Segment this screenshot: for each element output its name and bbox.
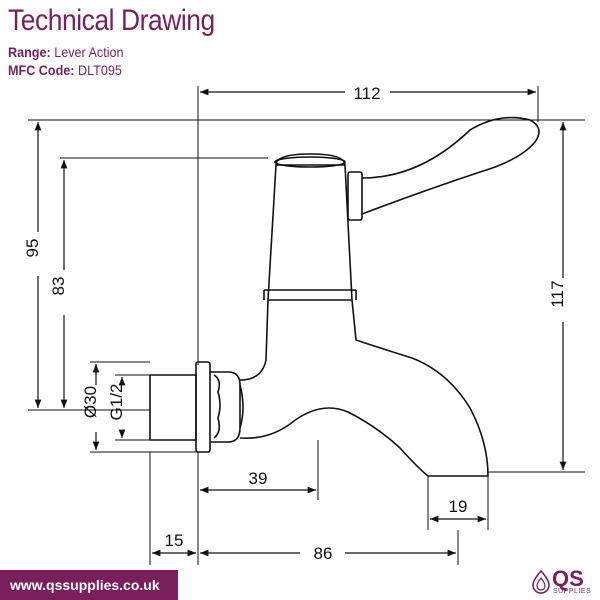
code-value: DLT095 [78,62,122,78]
extension-lines [28,86,585,565]
code-line: MFC Code: DLT095 [8,62,122,78]
range-value: Lever Action [54,44,124,60]
dim-15: 15 [165,531,184,550]
logo-text: QS [552,566,584,591]
dim-86: 86 [314,544,333,563]
dim-117: 117 [548,280,567,307]
dim-95: 95 [23,239,42,258]
range-line: Range: Lever Action [8,44,124,60]
dim-thread: G1/2 [107,384,126,421]
dim-dia-30: Ø30 [81,386,100,418]
range-label: Range: [8,44,51,60]
logo-subtext: SUPPLIES [553,588,592,595]
droplet-logo-icon [532,570,550,594]
website-link[interactable]: www.qssupplies.co.uk [10,577,160,593]
dimension-lines [34,88,567,557]
tap-outline [149,116,540,477]
dim-83: 83 [49,277,68,296]
page-title: Technical Drawing [8,4,215,37]
dim-19: 19 [449,497,468,516]
dim-39: 39 [249,469,268,488]
dim-112: 112 [353,84,380,103]
code-label: MFC Code: [8,62,75,78]
qs-supplies-logo: QS SUPPLIES [528,566,594,598]
website-banner: www.qssupplies.co.uk [0,570,178,600]
